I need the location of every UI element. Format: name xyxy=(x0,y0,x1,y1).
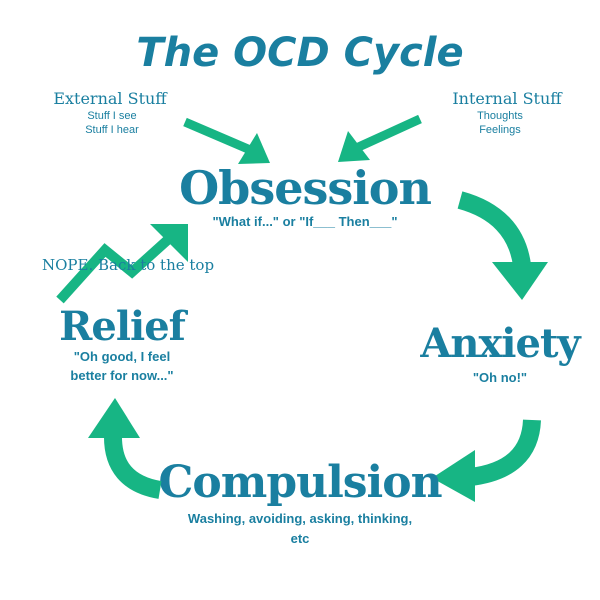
anxiety-quote: "Oh no!" xyxy=(473,370,527,385)
relief-line: "Oh good, I feel xyxy=(74,349,170,364)
external-stuff-label: External Stuff xyxy=(53,89,168,108)
internal-arrow-icon xyxy=(338,114,422,162)
compulsion-line: Washing, avoiding, asking, thinking, xyxy=(188,511,412,526)
obsession-label: Obsession xyxy=(179,161,431,215)
cycle-arrow-icon xyxy=(457,191,548,300)
external-line: Stuff I see xyxy=(87,110,136,122)
obsession-quote: "What if..." or "If___ Then___" xyxy=(212,214,397,229)
zigzag-arrow-icon xyxy=(56,224,188,304)
cycle-arrow-icon xyxy=(88,398,162,499)
compulsion-label: Compulsion xyxy=(158,457,441,508)
external-arrow-icon xyxy=(183,117,270,164)
relief-label: Relief xyxy=(59,303,189,350)
cycle-arrow-icon xyxy=(432,419,541,502)
external-line: Stuff I hear xyxy=(85,124,139,136)
diagram-title: The OCD Cycle xyxy=(136,30,463,76)
compulsion-line: etc xyxy=(291,531,310,546)
internal-line: Thoughts xyxy=(477,110,523,122)
relief-line: better for now..." xyxy=(70,368,173,383)
anxiety-label: Anxiety xyxy=(419,320,582,367)
internal-stuff-label: Internal Stuff xyxy=(452,89,563,108)
internal-line: Feelings xyxy=(479,124,521,136)
nope-back-to-top-text: NOPE. Back to the top xyxy=(42,256,214,274)
